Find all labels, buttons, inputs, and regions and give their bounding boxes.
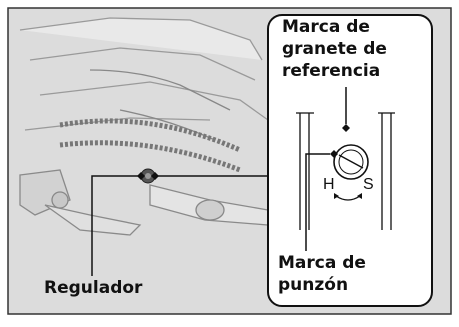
s-letter: S: [363, 176, 374, 193]
adjuster-disc-inner: [338, 149, 364, 175]
adjuster-label: Regulador: [44, 278, 143, 298]
punch-mark-line-1: Marca de: [278, 253, 366, 273]
h-letter: H: [323, 176, 335, 193]
detail-drawing: [296, 112, 395, 230]
punch-mark-line-2: punzón: [278, 275, 349, 295]
reference-mark-line-3: referencia: [282, 61, 381, 81]
punch-mark-leader: [305, 153, 330, 251]
reference-mark-line-2: granete de: [282, 39, 387, 59]
adjuster-disc-slot: [338, 154, 364, 169]
punch-mark-diamond: [330, 150, 338, 158]
adjuster-leader-line: [91, 175, 141, 276]
adjuster-marker-center: [145, 173, 151, 179]
swingarm-illustration: [19, 17, 269, 236]
rotation-arrow-head-left: [334, 193, 339, 199]
reference-mark-line-1: Marca de: [282, 17, 370, 37]
rotation-arrow-head-right: [357, 193, 362, 199]
reference-mark-label: Marca de granete de referencia: [282, 16, 387, 82]
reference-mark-diamond: [342, 124, 350, 132]
rotation-arrow: [335, 195, 361, 201]
punch-mark-label: Marca de punzón: [278, 252, 366, 296]
